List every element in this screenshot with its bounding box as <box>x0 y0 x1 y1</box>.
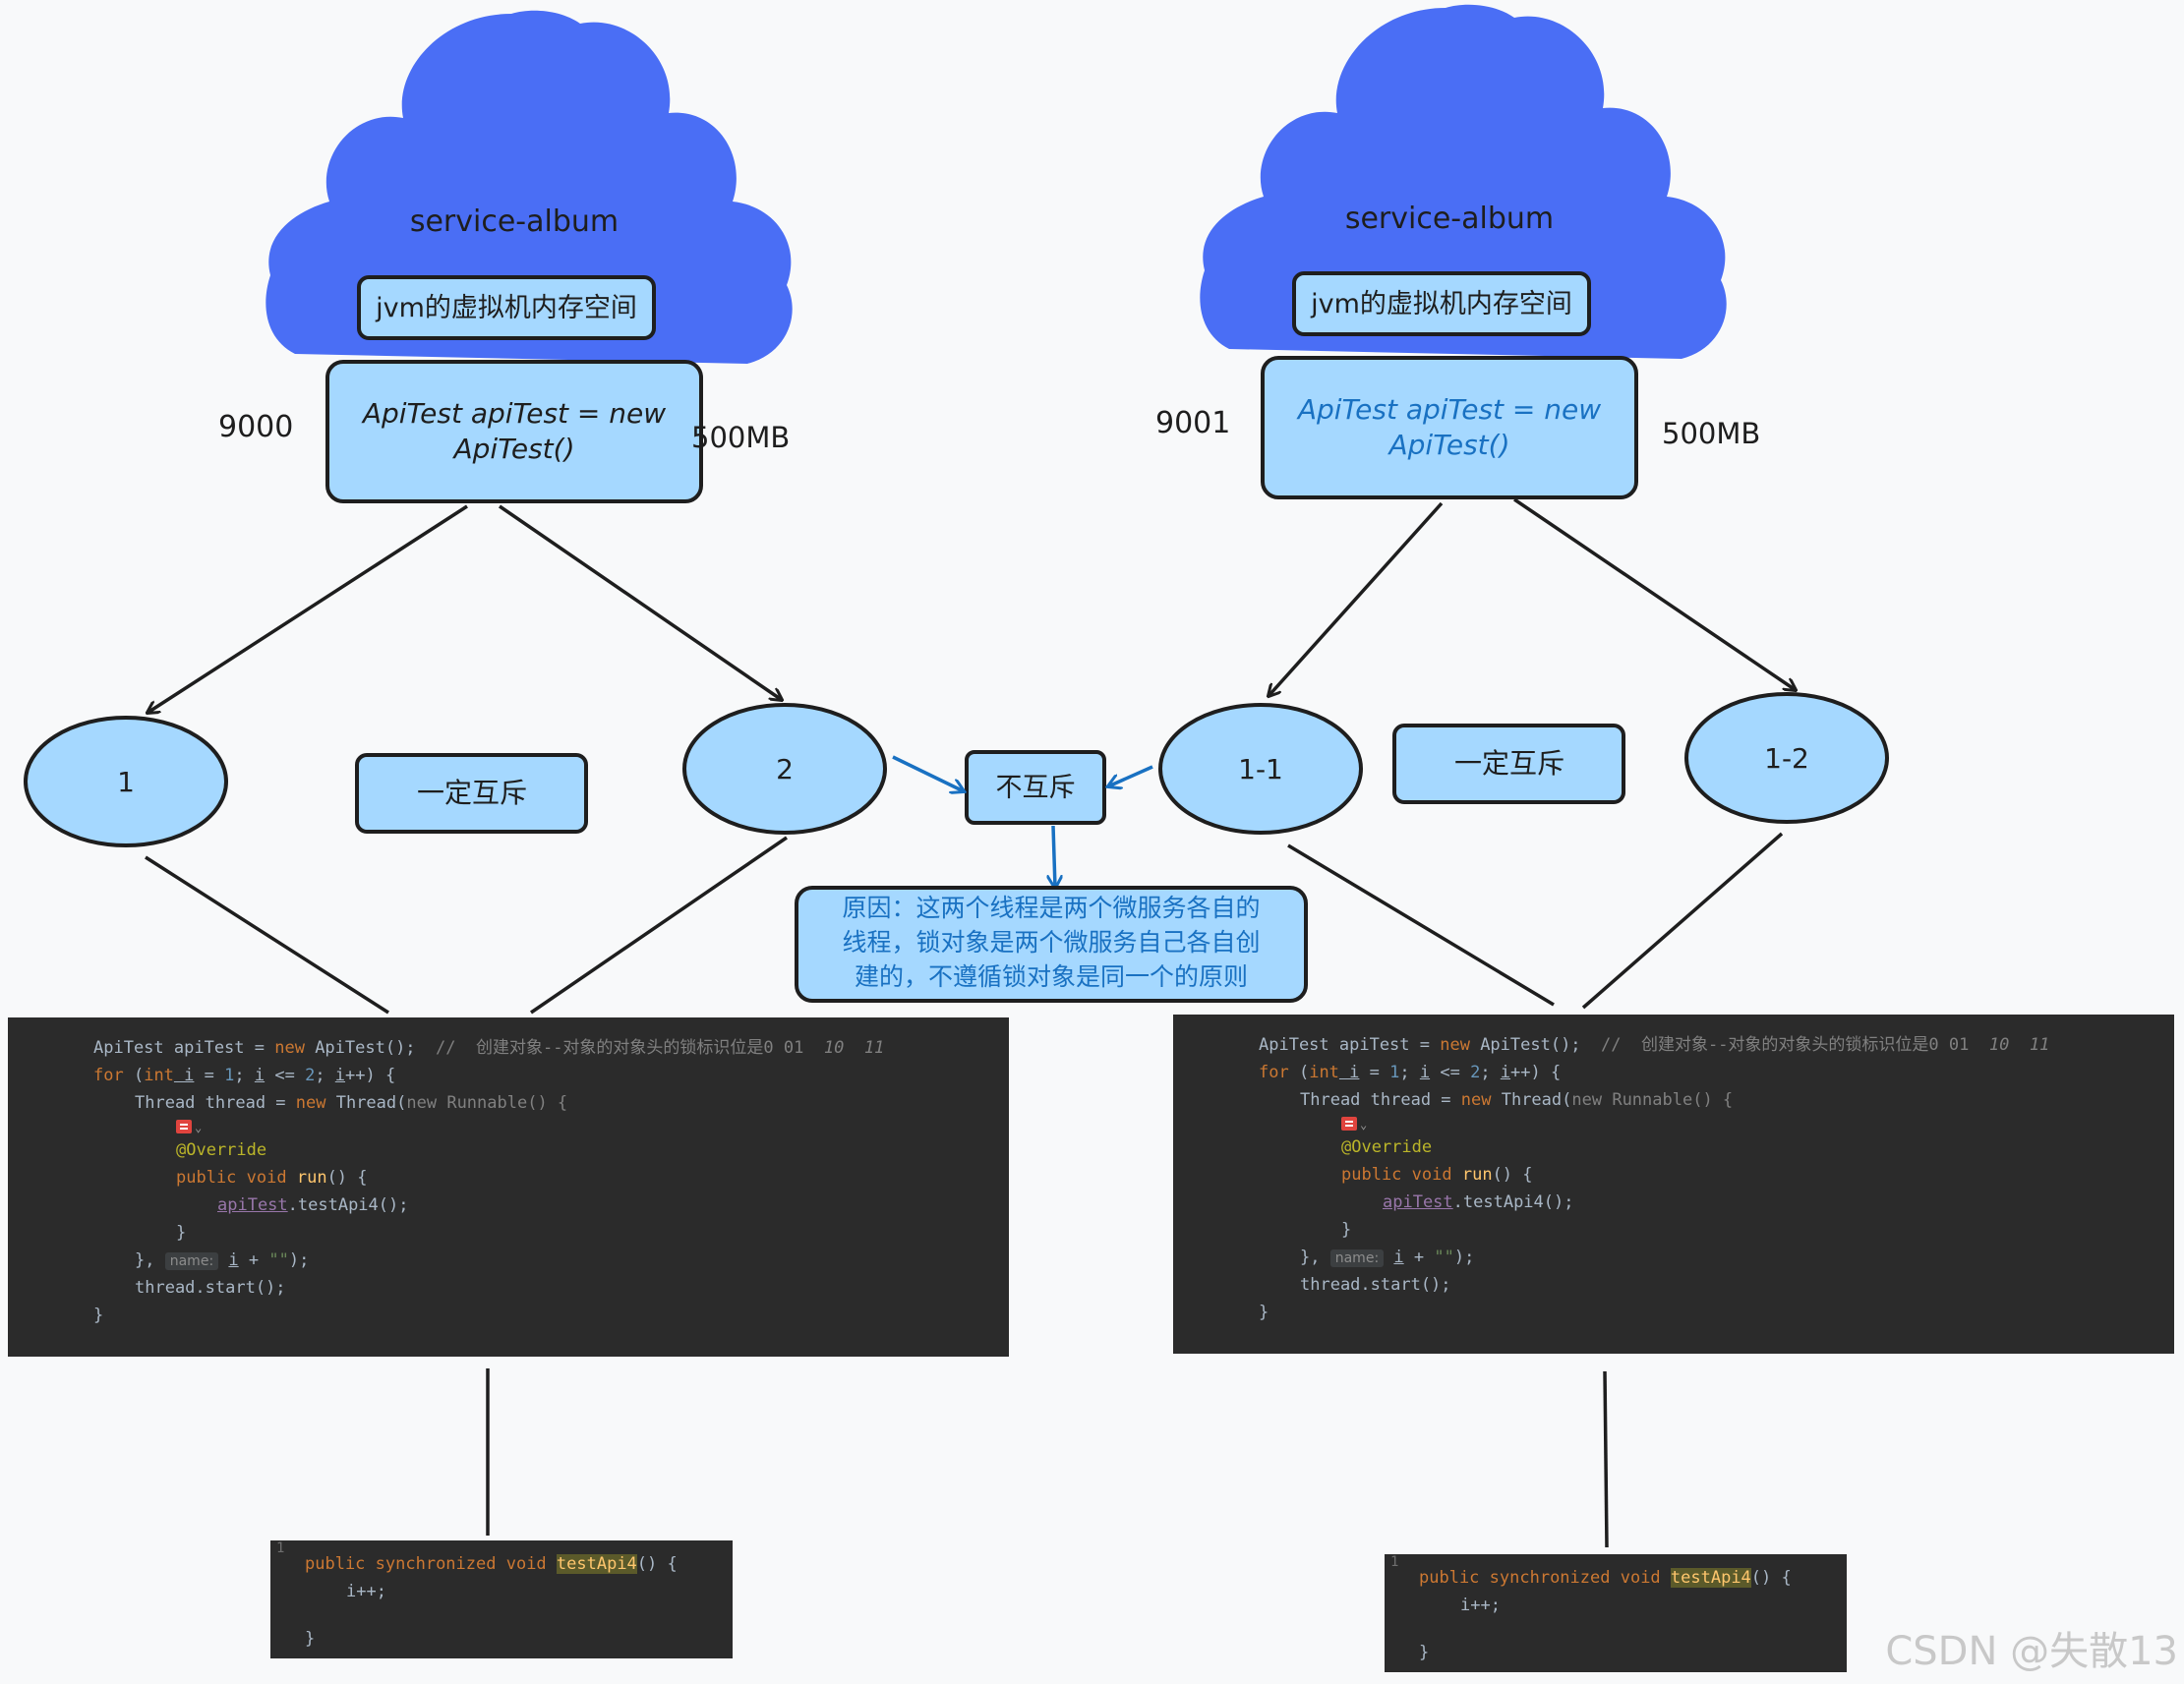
mutex-label-right: 一定互斥 <box>1454 747 1564 780</box>
method-panel-right: 1 public synchronized void testApi4() { … <box>1385 1554 1847 1672</box>
cloud-right-label: service-album <box>1345 202 1554 236</box>
code-line-start: thread.start(); <box>135 1278 286 1298</box>
code-line-thread: Thread thread = new Thread(new Runnable(… <box>135 1093 568 1113</box>
cloud-left-label: service-album <box>410 204 619 239</box>
csdn-watermark: CSDN @失散13 <box>1885 1629 2178 1674</box>
code-line-override: @Override <box>176 1140 267 1160</box>
mutex-box-right <box>1392 724 1625 804</box>
ai-badge-row: ⌄ <box>176 1117 202 1137</box>
param-hint: name: <box>1329 1249 1385 1267</box>
memory-box-left <box>357 275 656 340</box>
method-signature: public synchronized void testApi4() { <box>1419 1568 1792 1588</box>
code-line-args: }, name: i + ""); <box>135 1250 310 1270</box>
arrow-left-to-thread-1 <box>148 504 468 713</box>
thread-node-1-1 <box>1158 703 1363 835</box>
thread-node-1-2 <box>1684 692 1889 824</box>
reason-line-2: 线程，锁对象是两个微服务自己各自创 <box>842 928 1260 957</box>
code-line-run: public void run() { <box>176 1168 368 1188</box>
reason-line-3: 建的，不遵循锁对象是同一个的原则 <box>855 962 1248 991</box>
arrow-right-to-thread-1-2 <box>1513 497 1796 690</box>
memory-label-left: jvm的虚拟机内存空间 <box>375 293 637 323</box>
method-close: } <box>1419 1643 1430 1662</box>
memory-size-right: 500MB <box>1662 417 1760 450</box>
method-close: } <box>305 1629 316 1649</box>
object-line2-right: ApiTest() <box>1387 429 1510 461</box>
method-signature: public synchronized void testApi4() { <box>305 1554 678 1574</box>
thread-node-1-2-label: 1-2 <box>1764 742 1809 775</box>
port-left: 9000 <box>218 410 293 444</box>
mutex-box-left <box>355 753 588 834</box>
method-panel-left: 1 public synchronized void testApi4() { … <box>270 1540 733 1658</box>
code-line-call: apiTest.testApi4(); <box>217 1195 409 1215</box>
code-panel-right: ApiTest apiTest = new ApiTest(); // 创建对象… <box>1173 1015 2174 1354</box>
memory-box-right <box>1292 271 1591 336</box>
code-line-decl: ApiTest apiTest = new ApiTest(); // 创建对象… <box>1259 1035 2050 1055</box>
chevron-down-icon[interactable]: ⌄ <box>1360 1118 1368 1132</box>
code-line-close-outer: } <box>93 1306 104 1325</box>
method-body: i++; <box>1460 1596 1501 1615</box>
line-thread-1-to-code-left <box>145 855 389 1015</box>
thread-node-1-1-label: 1-1 <box>1238 753 1283 785</box>
object-box-right <box>1261 356 1638 499</box>
object-line2-left: ApiTest() <box>452 433 575 465</box>
arrow-no-mutex-to-reason <box>1053 825 1055 888</box>
ai-assist-icon[interactable] <box>1341 1117 1357 1131</box>
thread-node-1 <box>24 716 228 847</box>
thread-node-2 <box>682 703 887 835</box>
thread-node-1-label: 1 <box>117 766 135 798</box>
code-line-thread: Thread thread = new Thread(new Runnable(… <box>1300 1090 1734 1110</box>
mutex-label-left: 一定互斥 <box>417 777 527 809</box>
code-line-decl: ApiTest apiTest = new ApiTest(); // 创建对象… <box>93 1038 885 1058</box>
object-box-left <box>325 360 703 503</box>
code-line-override: @Override <box>1341 1137 1433 1157</box>
gutter-mark: 1 <box>276 1540 285 1556</box>
no-mutex-label: 不互斥 <box>996 773 1076 803</box>
code-line-close-inner: } <box>1341 1220 1352 1240</box>
code-line-args: }, name: i + ""); <box>1300 1248 1475 1267</box>
ai-assist-icon[interactable] <box>176 1120 192 1133</box>
code-line-run: public void run() { <box>1341 1165 1533 1185</box>
line-code-right-to-method-right <box>1603 1370 1609 1548</box>
reason-box <box>795 886 1308 1003</box>
memory-size-left: 500MB <box>691 421 790 454</box>
code-line-call: apiTest.testApi4(); <box>1383 1192 1574 1212</box>
arrow-thread-2-to-no-mutex <box>892 755 964 791</box>
thread-node-2-label: 2 <box>776 753 794 785</box>
port-right: 9001 <box>1155 406 1230 440</box>
code-line-start: thread.start(); <box>1300 1275 1451 1295</box>
code-line-close-outer: } <box>1259 1303 1269 1322</box>
object-line1-right: ApiTest apiTest = new <box>1296 393 1601 426</box>
object-line1-left: ApiTest apiTest = new <box>361 397 666 430</box>
ai-badge-row: ⌄ <box>1341 1114 1367 1134</box>
gutter-mark: 1 <box>1390 1554 1399 1570</box>
arrow-right-to-thread-1-1 <box>1269 501 1444 696</box>
param-hint: name: <box>164 1252 219 1270</box>
reason-line-1: 原因：这两个线程是两个微服务各自的 <box>842 894 1260 922</box>
line-thread-2-to-code-left <box>530 836 788 1015</box>
code-line-for: for (int i = 1; i <= 2; i++) { <box>1259 1063 1562 1082</box>
line-thread-1-2-to-code-right <box>1581 832 1784 1010</box>
code-line-for: for (int i = 1; i <= 2; i++) { <box>93 1066 396 1085</box>
arrow-thread-1-1-to-no-mutex <box>1108 765 1153 786</box>
method-body: i++; <box>346 1582 386 1601</box>
code-line-close-inner: } <box>176 1223 187 1243</box>
line-thread-1-1-to-code-right <box>1287 843 1555 1007</box>
memory-label-right: jvm的虚拟机内存空间 <box>1310 289 1572 319</box>
chevron-down-icon[interactable]: ⌄ <box>195 1121 203 1134</box>
arrow-left-to-thread-2 <box>499 504 782 700</box>
cloud-right <box>1200 4 1727 360</box>
code-panel-left: ApiTest apiTest = new ApiTest(); // 创建对象… <box>8 1017 1009 1357</box>
